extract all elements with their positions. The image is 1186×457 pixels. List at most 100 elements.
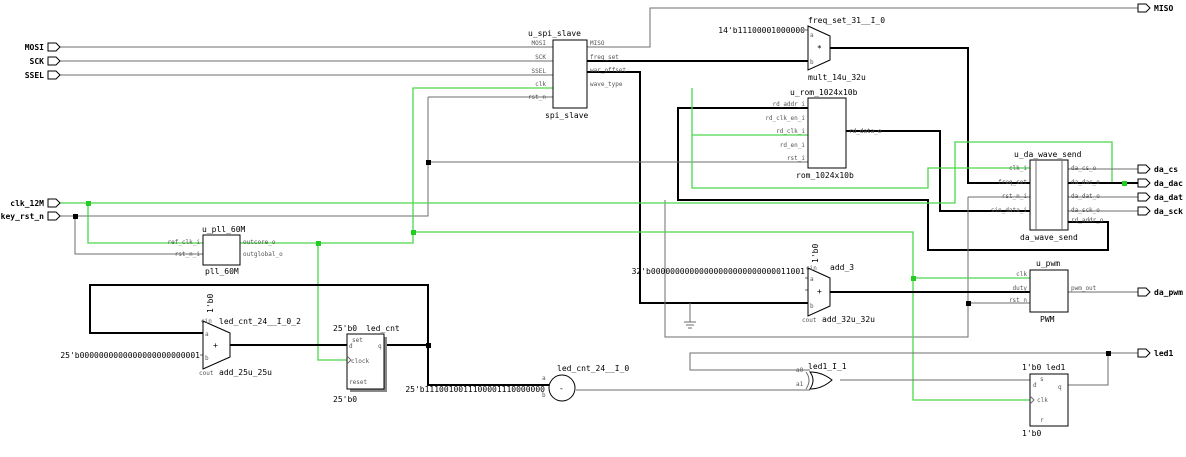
port-label: da_sck — [1154, 207, 1183, 216]
pin-label: cin — [201, 318, 212, 325]
input-port-mosi[interactable]: MOSI — [25, 42, 61, 52]
port-label: SSEL — [25, 71, 44, 80]
pin-label: q — [1058, 384, 1062, 391]
junctions — [73, 160, 1127, 356]
instance-name: add_3 — [830, 263, 854, 272]
xor-gate-block[interactable]: led1_I_1 a0 a1 — [796, 362, 847, 390]
carry-in-constant: 1'b0 — [811, 244, 820, 263]
pin-label: b — [810, 303, 814, 310]
pin-label: outcore_o — [243, 239, 276, 246]
pin-label: clk — [1037, 397, 1048, 404]
adder-25-block[interactable]: 1'b0 led_cnt_24__I_0_2 25'b0000000000000… — [60, 294, 301, 377]
led-cnt-register-block[interactable]: 25'b0 led_cnt set d clock reset q 25'b0 — [333, 324, 400, 404]
wires — [60, 7, 1138, 401]
pin-label: MOSI — [532, 40, 547, 47]
port-label: SCK — [30, 57, 45, 66]
port-label: da_dac — [1154, 179, 1183, 188]
pll-block[interactable]: u_pll_60M ref_clk_i rst_n_i outcore_o ou… — [167, 225, 283, 276]
cell-name: add_25u_25u — [219, 368, 272, 377]
pin-label: ref_clk_i — [167, 239, 200, 246]
port-label: key_rst_n — [1, 212, 45, 221]
constant-label: 25'b1110010011100001110000000 — [405, 385, 545, 394]
adder-add3-block[interactable]: 1'b0 add_3 32'b0000000000000000000000000… — [632, 244, 876, 324]
pin-label: rst_n_i — [175, 251, 201, 258]
output-port-led1[interactable]: led1 — [1137, 348, 1173, 358]
pin-label: b — [810, 59, 814, 66]
pin-label: d — [349, 343, 353, 350]
pin-label: clk — [535, 81, 546, 88]
da-wave-send-block[interactable]: u_da_wave_send clk_i freq_set rst_n_i si… — [991, 150, 1104, 242]
input-port-ssel[interactable]: SSEL — [25, 70, 61, 80]
pin-label: MISO — [590, 40, 605, 47]
output-port-miso[interactable]: MISO — [1137, 3, 1173, 13]
ground-icon — [684, 321, 696, 329]
cell-name: pll_60M — [205, 267, 239, 276]
pin-label: da_sck_o — [1071, 207, 1100, 214]
instance-name: led1_I_1 — [808, 362, 847, 371]
cell-name: rom_1024x10b — [796, 171, 854, 180]
instance-name: freq_set_31__I_0 — [808, 16, 885, 25]
pin-label: da_cs_o — [1071, 165, 1097, 172]
pin-label: a — [205, 331, 209, 338]
pin-label: d — [1033, 382, 1037, 389]
pin-label: sin_data_i — [991, 207, 1028, 214]
pin-label: rd_addr_i — [772, 101, 805, 108]
instance-name: u_spi_slave — [528, 29, 581, 38]
input-port-sck[interactable]: SCK — [30, 56, 61, 66]
spi-slave-block[interactable]: u_spi_slave MOSI SCK SSEL clk rst_n MISO… — [528, 29, 627, 120]
output-port-da-cs[interactable]: da_cs — [1137, 164, 1178, 174]
led1-flipflop-block[interactable]: 1'b0 led1 s d clk q r 1'b0 — [1022, 363, 1069, 438]
port-label: da_pwm — [1154, 288, 1183, 297]
register-init: 25'b0 — [333, 395, 357, 404]
pin-label: rst_n — [528, 94, 546, 101]
pin-label: clk_i — [1009, 165, 1027, 172]
rom-block[interactable]: u_rom_1024x10b rd_addr_i rd_clk_en_i rd_… — [765, 88, 882, 180]
cell-name: spi_slave — [545, 111, 589, 120]
input-port-clk[interactable]: clk_12M — [10, 198, 61, 208]
multiplier-block[interactable]: freq_set_31__I_0 14'b11100001000000 a b … — [718, 16, 885, 82]
constant-label: 14'b11100001000000 — [718, 26, 805, 35]
output-port-da-dat[interactable]: da_dat — [1137, 192, 1183, 202]
port-label: da_dat — [1154, 193, 1183, 202]
pin-label: clk — [1016, 271, 1027, 278]
pin-label: b — [542, 392, 546, 399]
pwm-block[interactable]: u_pwm clk duty rst_n pwm_out PWM — [1009, 259, 1097, 324]
operator-symbol: + — [213, 341, 218, 350]
carry-in-constant: 1'b0 — [206, 294, 215, 313]
instance-name: led_cnt_24__I_0 — [557, 364, 629, 373]
pin-label: freq_set — [590, 54, 619, 61]
pin-label: a — [542, 375, 546, 382]
pin-label: q — [378, 343, 382, 350]
register-width: 25'b0 — [333, 324, 357, 333]
pin-label: rd_addr_o — [1071, 217, 1104, 224]
pin-label: s — [1040, 376, 1044, 383]
pin-label: a — [810, 276, 814, 283]
pin-label: rd_en_i — [780, 142, 806, 149]
pin-label: freq_set — [998, 179, 1027, 186]
operator-symbol: * — [817, 44, 822, 53]
subtractor-block[interactable]: led_cnt_24__I_0 25'b11100100111000011100… — [405, 364, 629, 402]
pin-label: rd_data_o — [849, 128, 882, 135]
output-port-da-sck[interactable]: da_sck — [1137, 206, 1183, 216]
pin-label: da_dac_o — [1071, 179, 1100, 186]
pin-label: b — [205, 355, 209, 362]
cell-name: add_32u_32u — [822, 315, 875, 324]
input-port-rst[interactable]: key_rst_n — [1, 211, 61, 221]
output-port-da-pwm[interactable]: da_pwm — [1137, 287, 1183, 297]
pin-label: rd_clk_en_i — [765, 115, 805, 122]
output-port-da-dac[interactable]: da_dac — [1137, 178, 1183, 188]
pin-label: duty — [1013, 285, 1028, 292]
pin-label: rst_n — [1009, 297, 1027, 304]
pin-label: clock — [351, 358, 369, 365]
cell-name: mult_14u_32u — [808, 73, 866, 82]
register-width: 1'b0 — [1022, 363, 1041, 372]
pin-label: war_offset — [590, 67, 627, 74]
pin-label: cout — [199, 370, 214, 377]
instance-name: u_pll_60M — [202, 225, 246, 234]
pin-label: rd_clk_i — [776, 128, 805, 135]
register-init: 1'b0 — [1022, 429, 1041, 438]
pin-label: SCK — [535, 54, 546, 61]
port-label: MISO — [1154, 4, 1173, 13]
pin-label: a0 — [796, 367, 804, 374]
